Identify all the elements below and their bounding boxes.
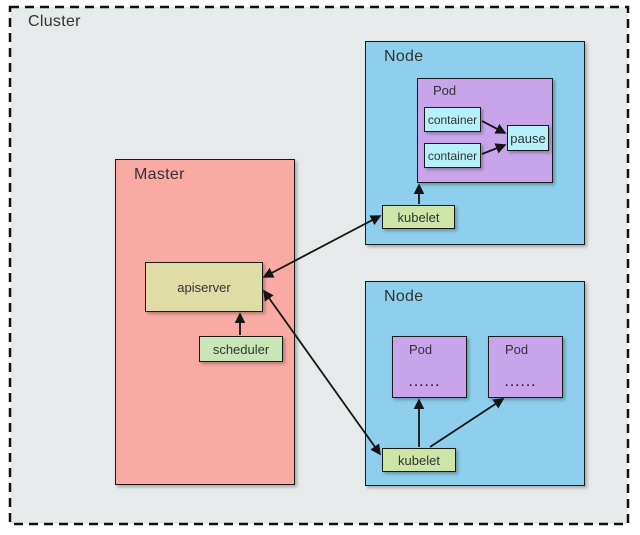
container-1-box: container (424, 107, 481, 132)
pod-top-label: Pod (433, 83, 457, 98)
node-top-label: Node (384, 48, 424, 65)
cluster-label: Cluster (28, 13, 81, 30)
node-bottom-label: Node (384, 288, 424, 305)
container-2-box: container (424, 143, 481, 168)
scheduler-label: scheduler (212, 341, 270, 357)
pod-bottom-2-box: Pod ...... (488, 336, 563, 398)
kubelet-bottom-label: kubelet (398, 452, 440, 468)
kubelet-top-box: kubelet (382, 205, 455, 229)
pause-label: pause (510, 130, 546, 146)
container-2-label: container (427, 148, 478, 163)
kubelet-bottom-box: kubelet (382, 448, 456, 472)
pod-bottom-1-dots: ...... (409, 375, 442, 389)
pod-bottom-1-label: Pod (409, 342, 433, 357)
master-label: Master (134, 166, 185, 183)
master-box: Master (115, 159, 295, 485)
apiserver-label: apiserver (177, 279, 231, 295)
container-1-label: container (427, 112, 478, 127)
pause-box: pause (507, 125, 549, 151)
pod-bottom-1-box: Pod ...... (392, 336, 467, 398)
apiserver-box: apiserver (145, 262, 263, 312)
kubelet-top-label: kubelet (397, 209, 440, 225)
pod-bottom-2-dots: ...... (505, 375, 538, 389)
scheduler-box: scheduler (199, 336, 283, 362)
pod-bottom-2-label: Pod (505, 342, 529, 357)
